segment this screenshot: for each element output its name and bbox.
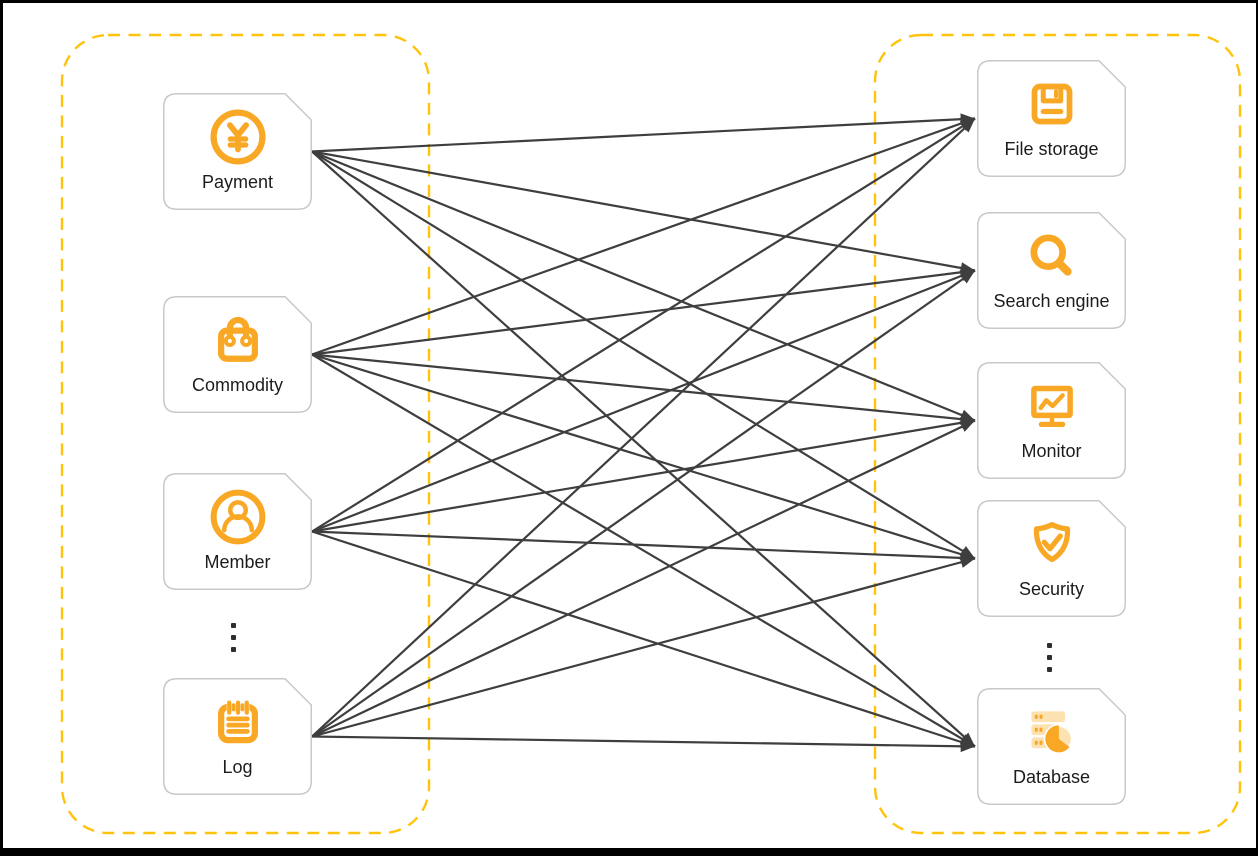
edge-commodity-to-monitor [311, 353, 976, 425]
node-card-database: Database [977, 688, 1126, 805]
card-outline [163, 678, 312, 795]
edge-log-to-monitor [311, 419, 976, 738]
left-ellipsis-dots [231, 623, 236, 652]
node-label: Commodity [191, 375, 284, 395]
node-card-log: Log [163, 678, 312, 795]
node-label: Security [1018, 579, 1085, 599]
node-label: File storage [1004, 139, 1099, 159]
node-label: Member [204, 552, 271, 572]
node-card-security: Security [977, 500, 1126, 617]
edge-payment-to-monitor [311, 150, 976, 422]
edge-payment-to-security [311, 150, 976, 560]
edge-member-to-file-storage [311, 117, 976, 533]
node-label: Search engine [993, 291, 1110, 311]
edge-payment-to-search-engine [311, 150, 976, 274]
node-label: Monitor [1021, 441, 1082, 461]
node-card-file-storage: File storage [977, 60, 1126, 177]
edge-log-to-file-storage [311, 117, 976, 738]
edge-member-to-search-engine [311, 269, 976, 533]
card-outline [977, 212, 1126, 329]
edge-member-to-database [311, 530, 976, 748]
card-outline [977, 60, 1126, 177]
right-group-boundary [873, 33, 1242, 835]
edge-member-to-monitor [311, 417, 976, 533]
connection-layer [60, 33, 1242, 835]
edge-member-to-security [311, 530, 976, 564]
right-ellipsis-dots [1047, 643, 1052, 672]
monitor-chart-icon [1022, 371, 1082, 441]
card-outline [163, 473, 312, 590]
node-label: Database [1012, 767, 1091, 787]
node-label: Payment [201, 172, 274, 192]
floppy-disk-icon [1022, 69, 1082, 139]
database-pie-icon [1022, 697, 1082, 767]
edge-commodity-to-database [311, 353, 976, 748]
shopping-bag-icon [208, 305, 268, 375]
edge-commodity-to-search-engine [311, 266, 976, 356]
edge-log-to-search-engine [311, 269, 976, 738]
user-icon [208, 482, 268, 552]
node-card-commodity: Commodity [163, 296, 312, 413]
magnifier-icon [1022, 221, 1082, 291]
left-group-boundary [60, 33, 431, 835]
edge-log-to-database [311, 735, 976, 753]
node-card-monitor: Monitor [977, 362, 1126, 479]
edge-commodity-to-security [311, 353, 976, 560]
edge-commodity-to-file-storage [311, 117, 976, 356]
node-card-search-engine: Search engine [977, 212, 1126, 329]
shield-check-icon [1022, 509, 1082, 579]
yen-coin-icon [208, 102, 268, 172]
node-card-member: Member [163, 473, 312, 590]
node-card-payment: Payment [163, 93, 312, 210]
edge-payment-to-database [311, 150, 976, 748]
clipboard-icon [208, 687, 268, 757]
card-outline [163, 296, 312, 413]
edge-payment-to-file-storage [311, 113, 976, 153]
edges [311, 113, 976, 753]
edge-log-to-security [311, 556, 976, 738]
node-label: Log [222, 757, 253, 777]
